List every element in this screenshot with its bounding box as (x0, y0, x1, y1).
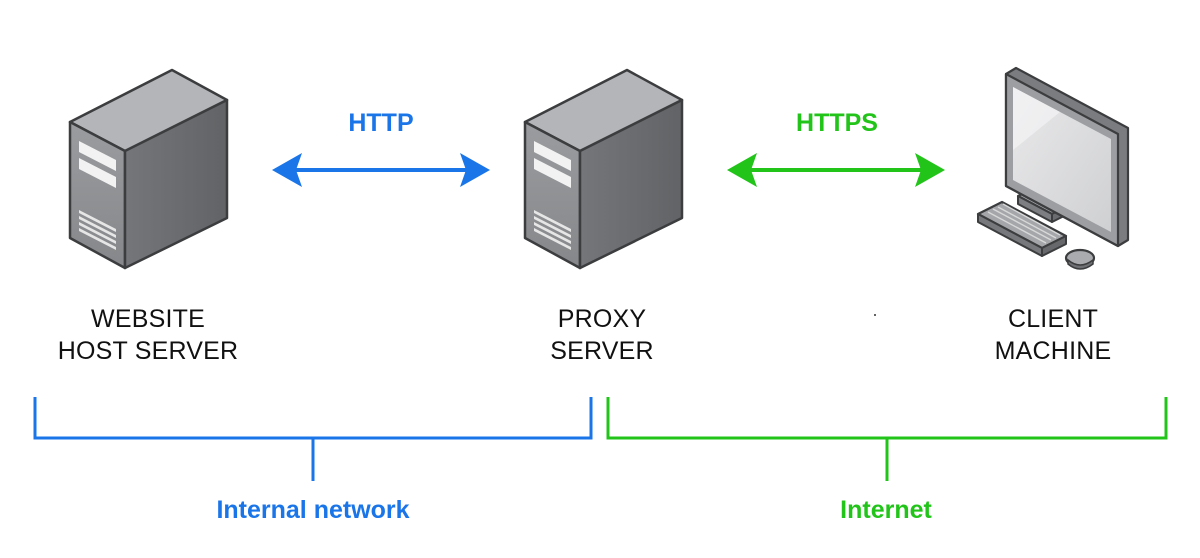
client-machine-label-line2: MACHINE (994, 337, 1112, 365)
client-machine-label: CLIENT MACHINE (923, 303, 1183, 367)
website-host-server-label: WEBSITE HOST SERVER (18, 303, 278, 367)
internal-network-bracket (33, 397, 593, 481)
http-bidirectional-arrow (272, 153, 490, 187)
stray-dot (874, 314, 876, 316)
proxy-server-label-line1: PROXY (557, 305, 647, 333)
website-host-server-label-line1: WEBSITE (91, 305, 205, 333)
proxy-server-icon (523, 68, 684, 270)
internal-network-label: Internal network (216, 496, 410, 524)
https-bidirectional-arrow (727, 153, 945, 187)
https-label: HTTPS (796, 109, 878, 137)
internet-label: Internet (840, 496, 932, 524)
proxy-server-label: PROXY SERVER (472, 303, 732, 367)
internet-bracket (606, 397, 1168, 481)
proxy-server-label-line2: SERVER (550, 337, 654, 365)
website-host-server-icon (68, 68, 229, 270)
http-label: HTTP (348, 109, 414, 137)
client-machine-icon (976, 66, 1130, 270)
website-host-server-label-line2: HOST SERVER (57, 337, 239, 365)
client-machine-label-line1: CLIENT (1007, 305, 1099, 333)
